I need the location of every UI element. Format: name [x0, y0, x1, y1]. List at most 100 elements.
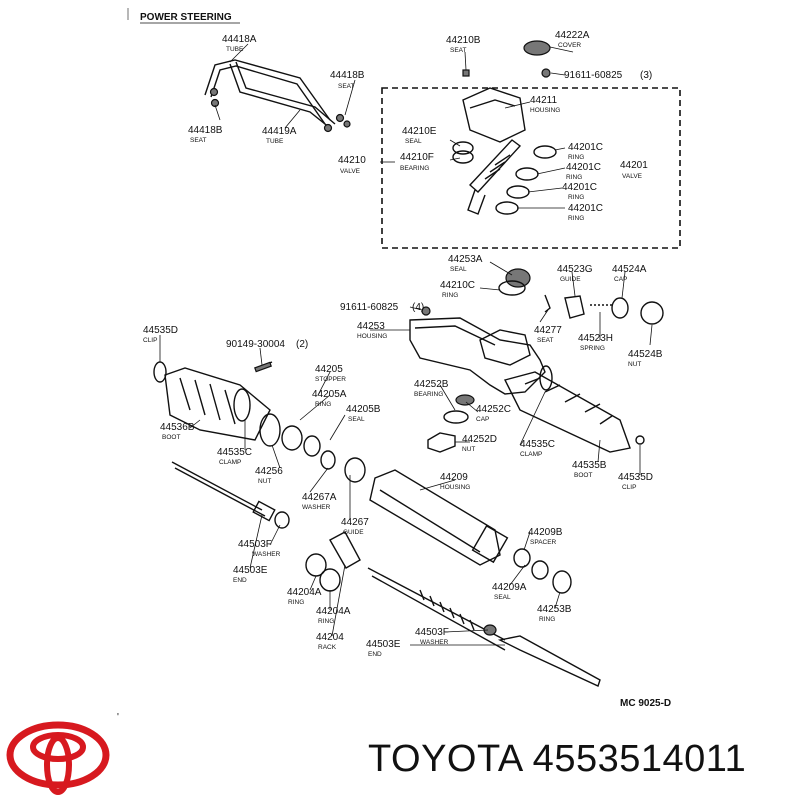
label-44204A-1: 44204A [287, 587, 322, 598]
label-44524A: 44524A [612, 264, 647, 275]
label-44253A: 44253A [448, 254, 483, 265]
svg-text:RING: RING [539, 616, 555, 623]
label-44267A: 44267A [302, 492, 337, 503]
label-44523G: 44523G [557, 264, 593, 275]
logo-vertical-ring [44, 735, 72, 795]
svg-text:SEAL: SEAL [450, 266, 467, 273]
label-44503E-left: 44503E [233, 565, 268, 576]
label-44503F-left: 44503F [238, 539, 272, 550]
svg-text:BOOT: BOOT [162, 434, 180, 441]
svg-text:WASHER: WASHER [420, 639, 449, 646]
svg-text:GUIDE: GUIDE [560, 276, 581, 283]
svg-text:NUT: NUT [462, 446, 475, 453]
label-44503F-right: 44503F [415, 627, 449, 638]
label-44210C: 44210C [440, 280, 475, 291]
label-44201C-3: 44201C [562, 182, 597, 193]
svg-text:WASHER: WASHER [252, 551, 281, 558]
valve-assembly [452, 40, 557, 215]
svg-text:BEARING: BEARING [400, 165, 429, 172]
label-note-3: (3) [640, 70, 652, 81]
label-44205B: 44205B [346, 404, 381, 415]
svg-text:TUBE: TUBE [226, 46, 244, 53]
toyota-logo-icon [6, 721, 110, 795]
svg-text:RING: RING [288, 599, 304, 606]
svg-text:RING: RING [318, 618, 334, 625]
label-44210: 44210 [338, 155, 366, 166]
label-44211: 44211 [530, 95, 558, 106]
label-44277: 44277 [534, 325, 562, 336]
svg-text:RACK: RACK [318, 644, 337, 651]
label-44523H: 44523H [578, 333, 613, 344]
label-44210E: 44210E [402, 126, 437, 137]
label-44256: 44256 [255, 466, 283, 477]
svg-text:HOUSING: HOUSING [440, 484, 470, 491]
valve-group-box [381, 87, 681, 249]
label-44418A: 44418A [222, 34, 257, 45]
cylinder-housing [369, 469, 572, 594]
svg-text:RING: RING [568, 194, 584, 201]
label-44267: 44267 [341, 517, 369, 528]
svg-text:SEAL: SEAL [405, 138, 422, 145]
svg-text:VALVE: VALVE [622, 173, 643, 180]
diagram-title: POWER STEERING [140, 12, 232, 23]
label-44418B-lower: 44418B [188, 125, 223, 136]
label-44209B: 44209B [528, 527, 563, 538]
label-44535C-right: 44535C [520, 439, 555, 450]
label-44535D-left: 44535D [143, 325, 178, 336]
svg-text:RING: RING [568, 154, 584, 161]
label-44204: 44204 [316, 632, 344, 643]
label-44201C-2: 44201C [566, 162, 601, 173]
svg-text:RING: RING [566, 174, 582, 181]
label-44253B: 44253B [537, 604, 572, 615]
svg-text:SEAT: SEAT [338, 83, 355, 90]
label-note-4: (4) [412, 302, 424, 313]
svg-text:TUBE: TUBE [266, 138, 284, 145]
part-labels: 44418A TUBE 44418B SEAT 44418B SEAT 4441… [143, 30, 663, 658]
label-44252B: 44252B [414, 379, 449, 390]
svg-text:RING: RING [315, 401, 331, 408]
label-44419A: 44419A [262, 126, 297, 137]
leader-lines [159, 43, 653, 646]
svg-text:SPACER: SPACER [530, 539, 557, 546]
label-44201C-4: 44201C [568, 203, 603, 214]
right-boot [503, 365, 645, 453]
label-44253: 44253 [357, 321, 385, 332]
label-90149-30004: 90149-30004 [226, 339, 285, 350]
tie-rods-and-rack [171, 461, 601, 687]
svg-text:END: END [233, 577, 247, 584]
svg-text:SPRING: SPRING [580, 345, 605, 352]
label-44204A-2: 44204A [316, 606, 351, 617]
svg-text:RING: RING [568, 215, 584, 222]
svg-text:NUT: NUT [258, 478, 271, 485]
svg-text:CLAMP: CLAMP [520, 451, 542, 458]
label-44210F: 44210F [400, 152, 434, 163]
label-44535B: 44535B [572, 460, 607, 471]
svg-text:STOPPER: STOPPER [315, 376, 346, 383]
svg-text:SEAT: SEAT [190, 137, 207, 144]
label-44536B: 44536B [160, 422, 195, 433]
svg-text:CAP: CAP [614, 276, 627, 283]
logo-outer-ring [6, 721, 110, 789]
label-note-2: (2) [296, 339, 308, 350]
svg-text:HOUSING: HOUSING [530, 107, 560, 114]
svg-text:SEAL: SEAL [494, 594, 511, 601]
label-44535D-right: 44535D [618, 472, 653, 483]
svg-text:HOUSING: HOUSING [357, 333, 387, 340]
gear-housing [409, 268, 664, 453]
svg-text:CLIP: CLIP [143, 337, 157, 344]
label-44535C-left: 44535C [217, 447, 252, 458]
svg-text:GUIDE: GUIDE [343, 529, 364, 536]
svg-text:SEAL: SEAL [348, 416, 365, 423]
svg-text:WASHER: WASHER [302, 504, 331, 511]
svg-text:BEARING: BEARING [414, 391, 443, 398]
svg-text:CLAMP: CLAMP [219, 459, 241, 466]
left-boot [153, 361, 366, 483]
svg-text:NUT: NUT [628, 361, 641, 368]
svg-text:COVER: COVER [558, 42, 581, 49]
label-44222A: 44222A [555, 30, 590, 41]
label-44201: 44201 [620, 160, 648, 171]
svg-text:SEAT: SEAT [450, 47, 467, 54]
label-44524B: 44524B [628, 349, 663, 360]
svg-text:END: END [368, 651, 382, 658]
